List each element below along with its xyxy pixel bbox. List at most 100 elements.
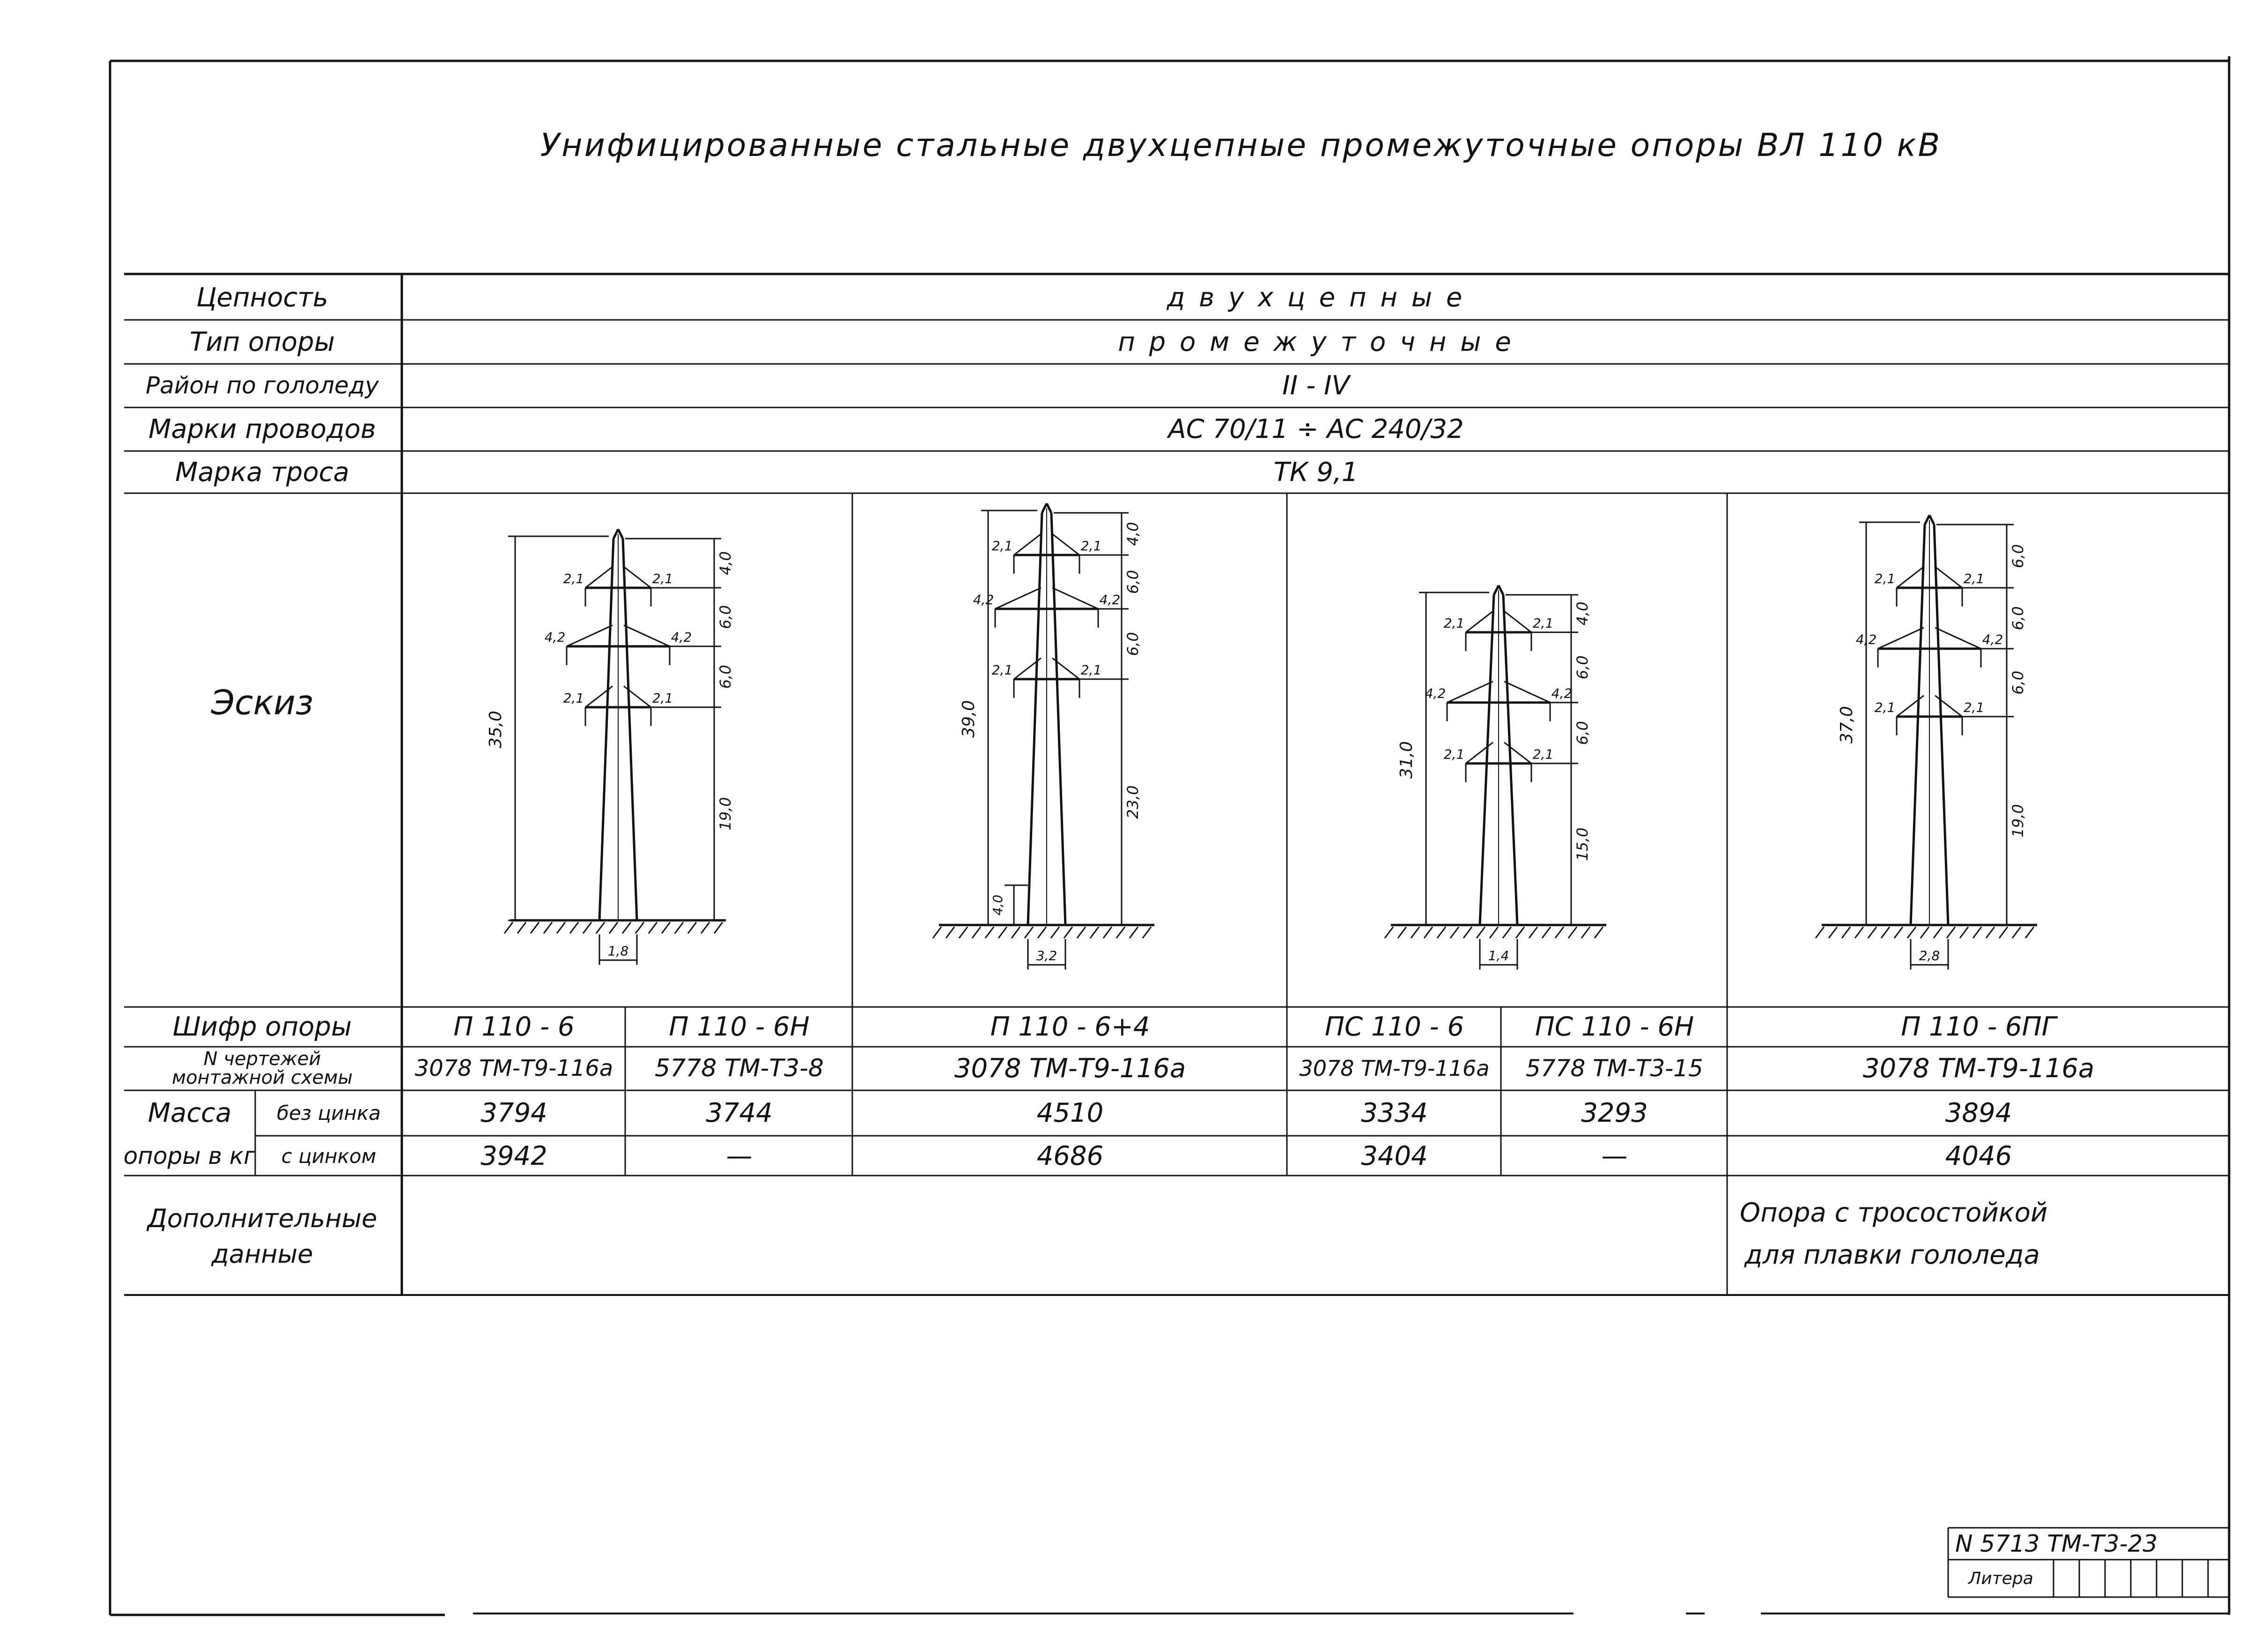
type-value: п р о м е ж у т о ч н ы е [1118,326,1514,357]
mass-label-line1: Масса [148,1097,232,1128]
code-ps110-6n: ПС 110 - 6Н [1535,1011,1694,1042]
crossarm-brace [1877,627,1924,650]
crossarm-brace [1504,681,1551,703]
arm-width-label: 2,1 [992,662,1013,678]
crossarm-brace [1013,657,1042,680]
ground-hatch [1867,926,1877,939]
arm-width-label: 2,1 [1444,615,1465,631]
segment-height-label: 4,0 [717,551,734,575]
drawing-number: 5778 ТМ-Т3-15 [1526,1055,1703,1082]
tower-leg [1933,524,1950,925]
crossarm-brace [623,685,651,708]
ground-hatch [1050,926,1060,939]
crossarm-brace [1013,533,1042,556]
ground-hatch [1129,926,1139,939]
ground-hatch [1946,926,1956,939]
arm-width-label: 4,2 [1551,686,1573,701]
ground-hatch [556,922,566,934]
ground-hatch [997,926,1008,939]
tower-peak [1497,585,1505,596]
ground-hatch [1841,926,1851,939]
base-width-label: 1,4 [1488,948,1509,963]
ground-hatch [530,922,540,934]
code-p110-6n: П 110 - 6Н [669,1011,810,1042]
segment-height-label: 6,0 [717,605,734,629]
ground-hatch [674,922,684,934]
arm-width-label: 2,1 [1444,747,1465,762]
ground-hatch [1436,926,1447,939]
ground-hatch [517,922,527,934]
crossarm-brace [1052,657,1080,680]
arm-width-label: 4,2 [1100,592,1121,607]
crossarm-brace [1896,566,1924,589]
ground-hatch [1567,926,1578,939]
mass-no-zinc: 3744 [706,1097,773,1128]
drawing-label-line1: N чертежей [203,1048,321,1070]
ground-hatch [1423,926,1433,939]
page-title: Унифицированные стальные двухцепные пром… [540,126,1942,164]
ground-hatch [1893,926,1904,939]
arm-width-label: 2,1 [1875,571,1896,586]
drawing-label-line2: монтажной схемы [171,1067,353,1088]
tower-leg [1027,512,1043,925]
ground-hatch [569,922,579,934]
crossarm-brace [1465,610,1493,633]
wires-value: АС 70/11 ÷ АС 240/32 [1168,414,1464,444]
crossarm-brace [1935,695,1963,718]
segment-height-label: 6,0 [1124,570,1142,594]
ground-hatch [1142,926,1152,939]
ground-hatch [1102,926,1113,939]
ground-hatch [1906,926,1917,939]
drawing-number: 3078 ТМ-Т9-116а [414,1055,613,1081]
mass-zinc: 3404 [1361,1140,1428,1171]
ground-hatch [543,922,553,934]
ice-label: Район по гололеду [146,372,379,399]
ground-hatch [1502,926,1512,939]
ground-hatch [971,926,982,939]
arm-width-label: 2,1 [1875,700,1896,715]
tower-peak [1492,585,1500,596]
ground-hatch [700,922,710,934]
ground-hatch [1920,926,1930,939]
mass-no-zinc: 3293 [1581,1097,1648,1128]
segment-height-label: 19,0 [2009,804,2027,837]
ground-hatch [958,926,968,939]
ice-value: II - IV [1282,370,1350,401]
crossarm-brace [1447,681,1493,703]
ground-hatch [1880,926,1891,939]
mass-no-zinc: 3794 [480,1097,547,1128]
crossarm-brace [1504,741,1532,764]
ground-hatch [503,922,514,934]
ground-hatch [2011,926,2022,939]
ground-hatch [1933,926,1943,939]
arm-width-label: 4,2 [545,629,566,645]
tower-leg [1050,512,1067,925]
arm-width-label: 4,2 [973,592,994,607]
arm-width-label: 2,1 [992,538,1013,554]
ground-hatch [1397,926,1407,939]
drawing-label: N чертежей монтажной схемы [124,1047,400,1089]
code-ps110-6: ПС 110 - 6 [1324,1011,1464,1042]
tower-leg [1502,594,1519,925]
tower-leg [1909,524,1926,925]
arm-width-label: 2,1 [1964,700,1985,715]
ground-hatch [713,922,724,934]
ground-hatch [1449,926,1460,939]
ground-hatch [1384,926,1394,939]
crossarm-brace [585,685,613,708]
mass-label-line2: опоры в кг [123,1142,256,1169]
ground-hatch [1541,926,1551,939]
extra-label-line1: Дополнительные [147,1204,377,1233]
base-width-label: 2,8 [1919,948,1940,963]
segment-height-label: 6,0 [717,665,734,689]
tower-peak [1041,503,1048,514]
crossarm-brace [995,587,1042,610]
mass-no-zinc: 3894 [1945,1097,2012,1128]
tower-leg [621,538,638,921]
ground-hatch [2024,926,2035,939]
ground-hatch [1463,926,1473,939]
arm-width-label: 2,1 [563,690,584,706]
ground-hatch [1594,926,1604,939]
chain-value: д в у х ц е п н ы е [1167,282,1465,313]
